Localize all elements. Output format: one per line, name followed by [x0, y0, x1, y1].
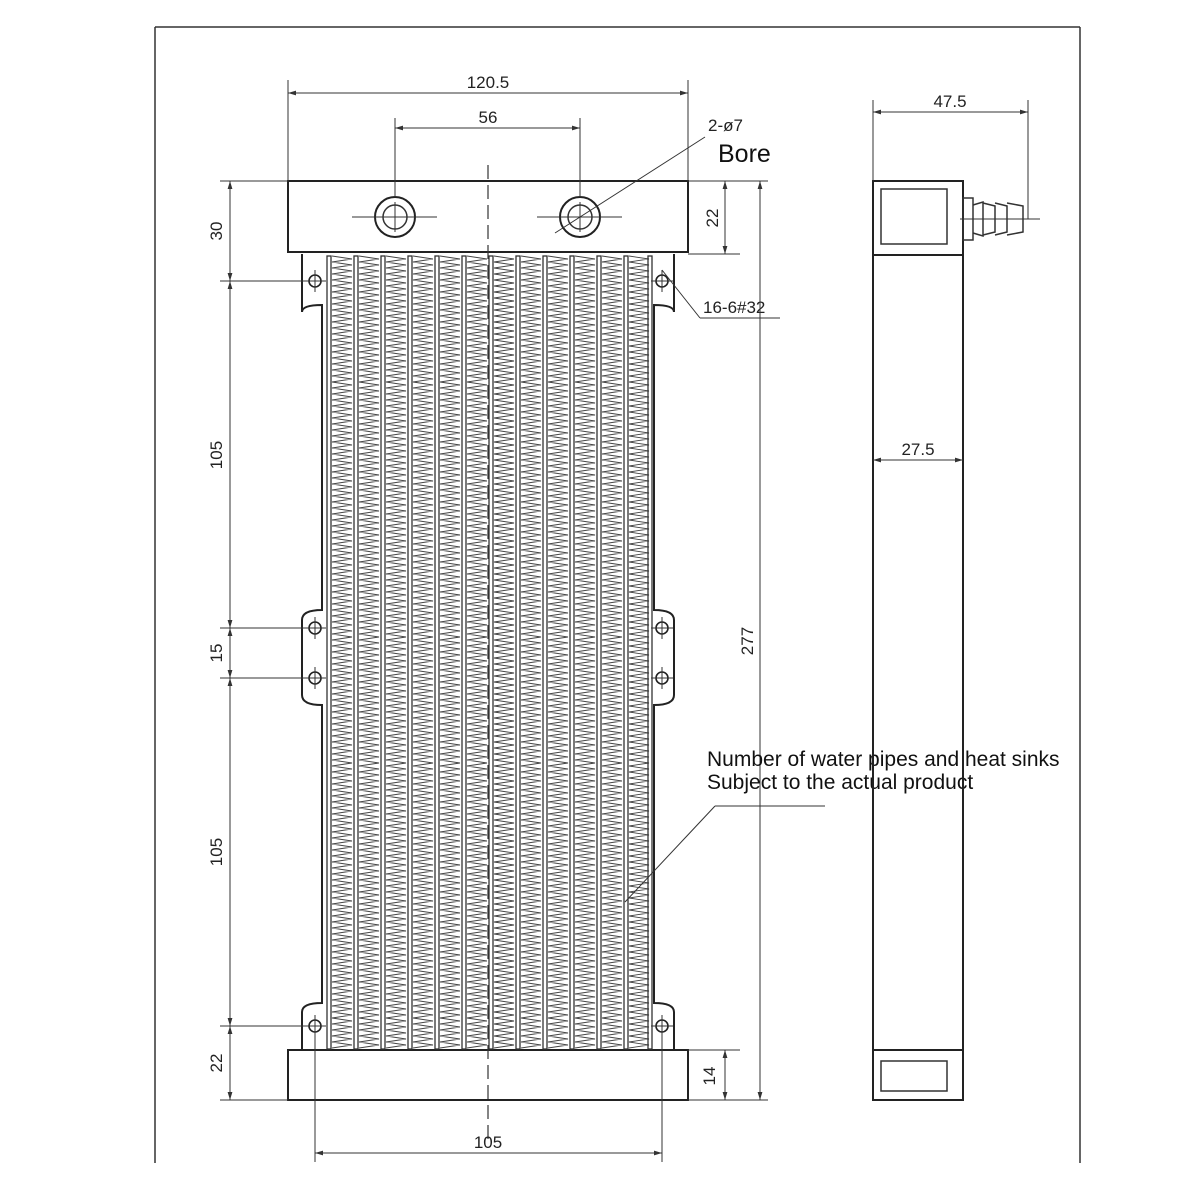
dimension-top-port-offset: 22 — [688, 180, 768, 255]
dimension-bottom-offset: 14 — [688, 1049, 740, 1100]
port-spacing-label: 56 — [479, 108, 498, 127]
mounting-hole — [651, 270, 673, 292]
dimension-overall-width: 120.5 — [287, 73, 689, 181]
mounting-hole — [651, 617, 673, 639]
heat-sink-fin — [412, 255, 434, 1049]
port-callout-label: 2-ø7 — [708, 116, 743, 135]
overall-height-label: 277 — [738, 627, 757, 655]
side-core — [872, 254, 964, 1051]
heat-sink-fin — [439, 255, 461, 1049]
top-port-offset-label: 22 — [703, 209, 722, 228]
mounting-hole — [304, 270, 326, 292]
water-tube — [326, 255, 332, 1050]
dimension-side-core: 27.5 — [873, 440, 963, 463]
hole-spacing-lower-label: 105 — [207, 838, 226, 866]
hole-gap-middle-label: 15 — [207, 644, 226, 663]
fin-pattern — [326, 255, 653, 1050]
dimension-side-depth: 47.5 — [872, 92, 1029, 219]
hole-spacing-upper-label: 105 — [207, 441, 226, 469]
water-tube — [434, 255, 440, 1050]
bottom-tank-label: 22 — [207, 1054, 226, 1073]
dimension-overall-height: 277 — [688, 181, 768, 1101]
heat-sink-fin — [601, 255, 623, 1049]
barb-fitting — [960, 197, 1040, 241]
heat-sink-fin — [493, 255, 515, 1049]
core-outline — [301, 254, 675, 1050]
side-depth-label: 47.5 — [933, 92, 966, 111]
mount-hole-callout: 16-6#32 — [661, 269, 780, 319]
water-tube — [569, 255, 575, 1050]
water-tube — [461, 255, 467, 1050]
mounting-hole — [651, 1015, 673, 1037]
port-callout: 2-ø7 Bore — [554, 116, 771, 234]
heat-sink-fin — [547, 255, 569, 1049]
bottom-hole-spacing-label: 105 — [474, 1133, 502, 1152]
front-view — [287, 165, 689, 1140]
drawing-frame — [154, 26, 1081, 1163]
heat-sink-fin — [358, 255, 380, 1049]
side-bottom-tank — [872, 1049, 964, 1101]
dimension-port-spacing: 56 — [394, 108, 581, 197]
side-core-label: 27.5 — [901, 440, 934, 459]
note-line-1: Number of water pipes and heat sinks — [707, 748, 1060, 771]
side-view — [872, 180, 1040, 1101]
mount-hole-callout-label: 16-6#32 — [703, 298, 765, 317]
left-dimension-chain: 30 105 15 105 22 — [207, 180, 305, 1101]
note-line-2: Subject to the actual product — [707, 771, 973, 794]
heat-sink-fin — [466, 255, 488, 1049]
water-tube — [596, 255, 602, 1050]
bottom-offset-label: 14 — [700, 1067, 719, 1086]
inlet-port — [352, 196, 437, 238]
heat-sink-fin — [520, 255, 542, 1049]
mounting-hole — [304, 667, 326, 689]
dimension-bottom-hole-spacing: 105 — [314, 1030, 663, 1162]
mounting-hole — [304, 617, 326, 639]
port-note-label: Bore — [718, 140, 771, 168]
product-note: Number of water pipes and heat sinks Sub… — [624, 748, 1060, 903]
water-tube — [647, 255, 653, 1050]
heat-sink-fin — [628, 255, 650, 1049]
water-tube — [515, 255, 521, 1050]
top-tank-label: 30 — [207, 222, 226, 241]
water-tube — [353, 255, 359, 1050]
heat-sink-fin — [385, 255, 407, 1049]
heat-sink-fin — [574, 255, 596, 1049]
water-tube — [488, 255, 494, 1050]
overall-width-label: 120.5 — [467, 73, 510, 92]
mounting-hole — [651, 667, 673, 689]
water-tube — [623, 255, 629, 1050]
heat-sink-fin — [331, 255, 353, 1049]
water-tube — [407, 255, 413, 1050]
water-tube — [380, 255, 386, 1050]
water-tube — [542, 255, 548, 1050]
